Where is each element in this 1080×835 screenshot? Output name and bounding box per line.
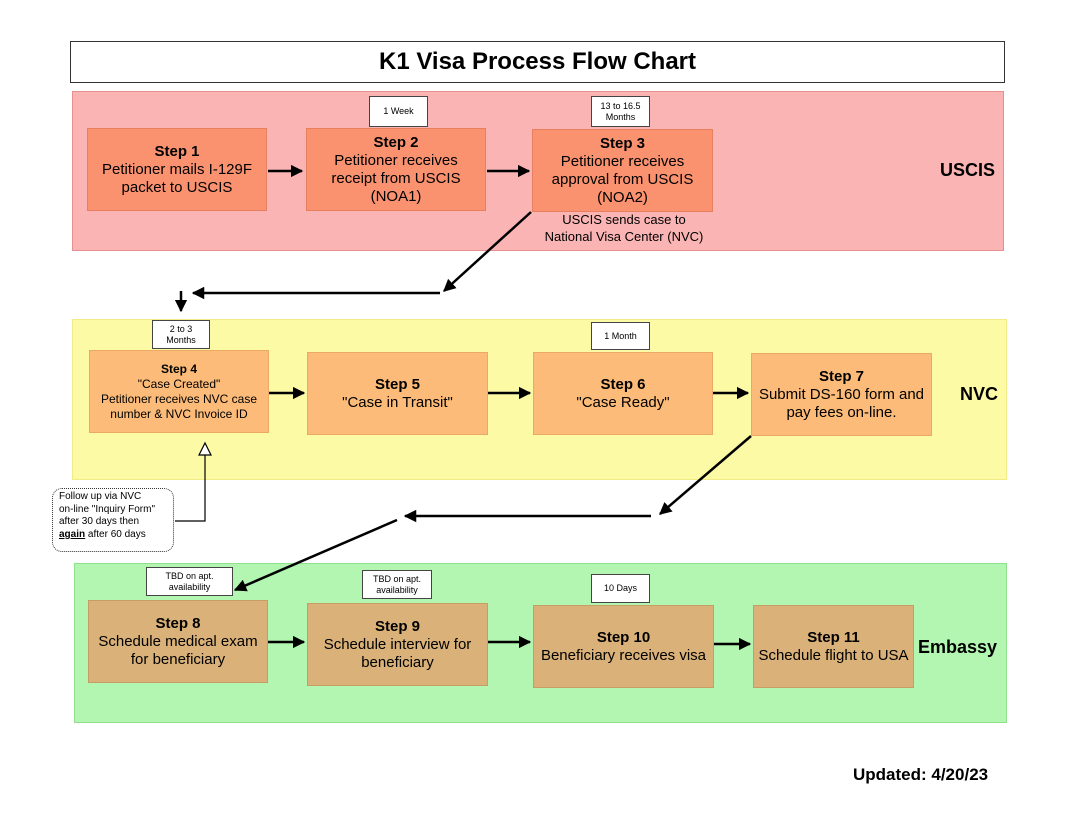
step-3: Step 3 Petitioner receives approval from… <box>532 129 713 212</box>
duration-step10: 10 Days <box>591 574 650 603</box>
duration-step3-line2: Months <box>605 111 636 122</box>
duration-step10-text: 10 Days <box>603 583 638 594</box>
step-3-text: Petitioner receives approval from USCIS … <box>551 152 694 206</box>
updated-date: Updated: 4/20/23 <box>853 765 989 784</box>
followup-note-again: again <box>59 528 86 540</box>
step-8-text: Schedule medical exam for beneficiary <box>98 632 258 668</box>
duration-step3-line1: 13 to 16.5 <box>600 101 641 112</box>
step-11-text: Schedule flight to USA <box>758 646 909 664</box>
followup-note-line4-rest: after 60 days <box>85 528 146 540</box>
uscis-to-nvc-note-line1: USCIS sends case to <box>562 212 686 227</box>
arrow-nvc-down-diagonal <box>659 435 752 515</box>
duration-step4: 2 to 3 Months <box>152 320 210 349</box>
step-2-title: Step 2 <box>373 133 419 151</box>
duration-step8-line1: TBD on apt. <box>165 571 214 582</box>
arrow-to-step8-diagonal <box>233 518 398 592</box>
step-9: Step 9 Schedule interview for beneficiar… <box>307 603 488 686</box>
uscis-to-nvc-note-line2: National Visa Center (NVC) <box>544 228 704 244</box>
duration-step2: 1 Week <box>369 96 428 127</box>
followup-connector-head <box>198 441 212 456</box>
followup-note-line2: on-line "Inquiry Form" <box>59 503 156 515</box>
duration-step9-line2: availability <box>376 584 418 595</box>
followup-note: Follow up via NVC on-line "Inquiry Form"… <box>52 488 174 552</box>
uscis-to-nvc-note: USCIS sends case to National Visa Center… <box>520 212 728 246</box>
duration-step8-line2: availability <box>168 581 211 592</box>
followup-note-line1: Follow up via NVC <box>59 491 142 502</box>
step-4: Step 4 "Case Created" Petitioner receive… <box>89 350 269 433</box>
step-8-title: Step 8 <box>155 614 201 632</box>
page-title: K1 Visa Process Flow Chart <box>70 41 1005 83</box>
arrow-uscis-down-diagonal <box>443 211 532 292</box>
step-7-title: Step 7 <box>818 367 864 385</box>
step-11-title: Step 11 <box>807 628 860 646</box>
duration-step9: TBD on apt. availability <box>362 570 432 599</box>
duration-step2-text: 1 Week <box>383 106 414 117</box>
step-6-text: "Case Ready" <box>576 393 670 411</box>
duration-step4-line1: 2 to 3 <box>169 324 193 335</box>
duration-step8: TBD on apt. availability <box>146 567 233 596</box>
step-1-text: Petitioner mails I-129F packet to USCIS <box>101 160 253 196</box>
step-2: Step 2 Petitioner receives receipt from … <box>306 128 486 211</box>
followup-note-line4: again after 60 days <box>59 529 167 542</box>
step-7-text: Submit DS-160 form and pay fees on-line. <box>758 385 925 421</box>
step-6-title: Step 6 <box>600 375 646 393</box>
step-11: Step 11 Schedule flight to USA <box>753 605 914 688</box>
duration-step3: 13 to 16.5 Months <box>591 96 650 127</box>
lane-label-nvc: NVC <box>960 384 999 404</box>
step-4-line1: "Case Created" <box>137 376 221 391</box>
step-7: Step 7 Submit DS-160 form and pay fees o… <box>751 353 932 436</box>
step-4-line2: Petitioner receives NVC case number & NV… <box>100 391 258 421</box>
followup-connector <box>175 455 206 522</box>
step-5-text: "Case in Transit" <box>342 393 453 411</box>
step-5: Step 5 "Case in Transit" <box>307 352 488 435</box>
duration-step6-text: 1 Month <box>604 330 637 341</box>
duration-step4-line2: Months <box>166 334 196 345</box>
step-10-text: Beneficiary receives visa <box>540 646 707 664</box>
duration-step6: 1 Month <box>591 322 650 350</box>
step-10-title: Step 10 <box>596 628 651 646</box>
step-2-text: Petitioner receives receipt from USCIS (… <box>331 151 461 205</box>
duration-step9-line1: TBD on apt. <box>372 574 422 585</box>
followup-note-line3: after 30 days then <box>59 516 140 527</box>
step-6: Step 6 "Case Ready" <box>533 352 713 435</box>
step-5-title: Step 5 <box>374 375 420 393</box>
step-8: Step 8 Schedule medical exam for benefic… <box>88 600 268 683</box>
step-9-title: Step 9 <box>374 617 420 635</box>
lane-label-uscis: USCIS <box>940 160 996 180</box>
step-10: Step 10 Beneficiary receives visa <box>533 605 714 688</box>
lane-label-embassy: Embassy <box>918 637 998 657</box>
step-1: Step 1 Petitioner mails I-129F packet to… <box>87 128 267 211</box>
step-3-title: Step 3 <box>599 134 645 152</box>
step-4-title: Step 4 <box>160 361 197 376</box>
step-9-text: Schedule interview for beneficiary <box>323 635 472 671</box>
step-1-title: Step 1 <box>154 142 200 160</box>
